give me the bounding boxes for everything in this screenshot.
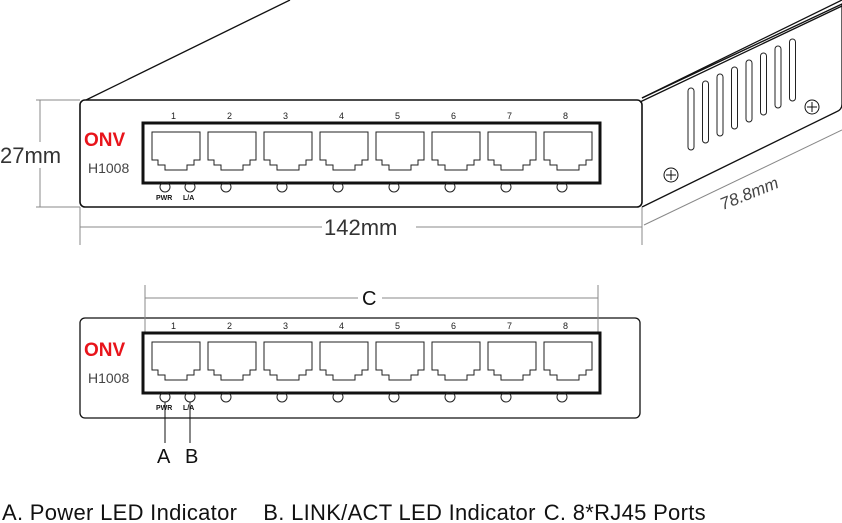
- vent-slot: [745, 59, 753, 123]
- legend-item-b: B. LINK/ACT LED Indicator: [263, 500, 536, 523]
- rj45-port[interactable]: [207, 341, 257, 381]
- port-number: 7: [507, 321, 512, 331]
- rj45-port[interactable]: [263, 341, 313, 381]
- port-block: [141, 121, 602, 185]
- front-panel: [79, 99, 643, 208]
- rj45-port[interactable]: [543, 131, 593, 171]
- port-block: [141, 331, 602, 395]
- screw-icon: [804, 99, 820, 115]
- callout-c: C: [362, 288, 376, 310]
- rj45-port[interactable]: [543, 341, 593, 381]
- rj45-port[interactable]: [375, 131, 425, 171]
- port-number: 6: [451, 111, 456, 121]
- pwr-label: PWR: [156, 195, 172, 202]
- vent-slot: [789, 38, 796, 102]
- port-number: 5: [395, 321, 400, 331]
- port-number: 5: [395, 111, 400, 121]
- power-led: [159, 181, 171, 193]
- switch-3d-view: [79, 0, 842, 226]
- port-led: [556, 391, 568, 403]
- rj45-port[interactable]: [207, 131, 257, 171]
- port-led: [556, 181, 568, 193]
- rj45-port[interactable]: [263, 131, 313, 171]
- vent-slot: [687, 87, 695, 151]
- model-label: H1008: [88, 160, 129, 176]
- link-act-led: [184, 181, 196, 193]
- legend-item-c: C. 8*RJ45 Ports: [543, 500, 706, 523]
- side-vents: [687, 38, 796, 151]
- port-led: [276, 391, 288, 403]
- callout-b: B: [185, 446, 198, 468]
- callout-leaders: [164, 402, 191, 443]
- port-number: 3: [283, 111, 288, 121]
- width-dimension: 142mm: [324, 215, 397, 240]
- port-number: 1: [171, 321, 176, 331]
- pwr-label: PWR: [156, 405, 172, 412]
- screw-icon: [663, 167, 679, 183]
- callout-a: A: [157, 446, 171, 468]
- port-led: [500, 181, 512, 193]
- depth-dimension-line: [643, 129, 842, 226]
- front-panel-view: [79, 317, 641, 419]
- height-dimension: 27mm: [0, 143, 61, 168]
- port-number: 1: [171, 111, 176, 121]
- vent-slot: [731, 66, 738, 130]
- port-number: 6: [451, 321, 456, 331]
- rj45-port[interactable]: [151, 131, 201, 171]
- port-led: [388, 181, 400, 193]
- vent-slot: [774, 45, 782, 109]
- port-number: 2: [227, 111, 232, 121]
- legend-item-a: A. Power LED Indicator: [2, 500, 238, 523]
- port-led: [220, 181, 232, 193]
- port-number: 8: [563, 111, 568, 121]
- rj45-port[interactable]: [431, 131, 481, 171]
- port-led: [444, 391, 456, 403]
- port-led: [332, 391, 344, 403]
- vent-slot: [760, 52, 767, 116]
- rj45-port[interactable]: [487, 131, 537, 171]
- brand-logo: ONV: [84, 340, 126, 361]
- port-led: [444, 181, 456, 193]
- rj45-port[interactable]: [487, 341, 537, 381]
- port-led: [332, 181, 344, 193]
- la-label: L/A: [183, 195, 194, 202]
- port-led: [388, 391, 400, 403]
- rj45-port[interactable]: [375, 341, 425, 381]
- top-face: [85, 0, 842, 103]
- rj45-port[interactable]: [319, 341, 369, 381]
- port-number: 4: [339, 321, 344, 331]
- port-led: [276, 181, 288, 193]
- rj45-port[interactable]: [431, 341, 481, 381]
- depth-dimension: 78.8mm: [717, 173, 781, 214]
- port-number: 8: [563, 321, 568, 331]
- port-number: 4: [339, 111, 344, 121]
- port-led: [500, 391, 512, 403]
- port-led: [220, 391, 232, 403]
- port-number: 7: [507, 111, 512, 121]
- port-number: 3: [283, 321, 288, 331]
- vent-slot: [716, 73, 724, 137]
- brand-logo: ONV: [84, 130, 126, 151]
- la-label: L/A: [183, 405, 194, 412]
- rj45-port[interactable]: [151, 341, 201, 381]
- port-number: 2: [227, 321, 232, 331]
- legend: A. Power LED Indicator B. LINK/ACT LED In…: [2, 500, 732, 523]
- vent-slot: [702, 80, 709, 144]
- model-label: H1008: [88, 370, 129, 386]
- rj45-port[interactable]: [319, 131, 369, 171]
